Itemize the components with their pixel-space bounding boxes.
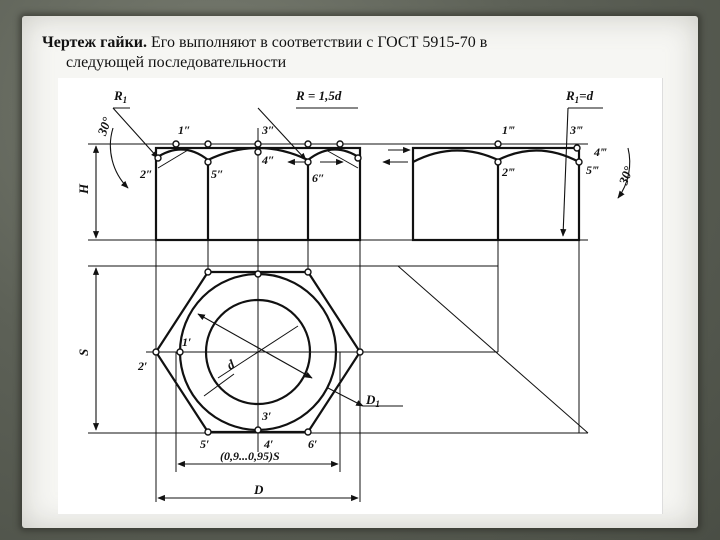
label-point-3b: 3‴ [569,123,583,137]
label-point-6c: 6′ [308,437,317,451]
label-point-2a: 2″ [139,167,153,181]
label-point-4c: 4′ [263,437,273,451]
drawing-labels: R1 R = 1,5d R1=d 30° 30° H S d D1 (0,9..… [76,88,636,497]
label-point-5c: 5′ [200,437,209,451]
leader-R [257,107,307,161]
leader-R1-right [560,107,569,237]
label-h: H [76,183,91,195]
label-point-1a: 1″ [178,123,191,137]
title-bold: Чертеж гайки. [42,34,148,51]
label-r1-right: R1=d [565,88,594,105]
label-point-1b: 1‴ [502,123,515,137]
label-point-3a: 3″ [261,123,275,137]
label-point-6a: 6″ [312,171,325,185]
title-line2: следующей последовательности [66,54,287,71]
angle-arc-left [109,127,129,189]
label-point-3c: 3′ [261,409,271,423]
title-rest: Его выполняют в соответствии с ГОСТ 5915… [147,34,488,51]
label-point-2c: 2′ [137,359,147,373]
label-point-5a: 5″ [211,167,224,181]
label-point-1c: 1′ [182,335,191,349]
label-point-2b: 2‴ [501,165,515,179]
construction-lines [88,128,589,502]
label-r1-left: R1 [113,88,127,105]
label-dim-s: (0,9...0,95)S [220,449,280,463]
slide-title: Чертеж гайки. Его выполняют в соответств… [42,33,662,73]
leader-R1-left [112,107,159,159]
label-d1: D1 [365,392,380,409]
angle-arc-right [617,147,631,199]
label-d: d [224,356,238,372]
nut-drawing-svg: R1 R = 1,5d R1=d 30° 30° H S d D1 (0,9..… [76,88,636,502]
dimension-lines [92,107,631,502]
label-angle-right: 30° [615,164,636,188]
label-r-center: R = 1,5d [295,88,342,103]
label-point-4a: 4″ [261,153,275,167]
label-point-5b: 5‴ [586,163,599,177]
construction-points [152,140,583,436]
label-angle-left: 30° [94,114,115,138]
label-s: S [76,349,91,356]
label-D: D [253,482,264,497]
nut-drawing: R1 R = 1,5d R1=d 30° 30° H S d D1 (0,9..… [58,78,663,514]
label-point-4b: 4‴ [593,145,607,159]
dim-d [197,313,313,379]
